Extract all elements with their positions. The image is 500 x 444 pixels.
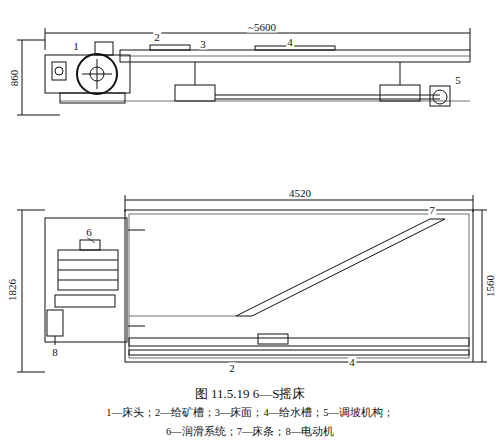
callout-number: 7 bbox=[428, 205, 436, 216]
dimension: 4520 bbox=[288, 188, 312, 199]
callout-number: 5 bbox=[454, 75, 462, 86]
callout-number: 4 bbox=[286, 37, 294, 48]
callout-number: 4 bbox=[348, 357, 356, 368]
callout-number: 6 bbox=[85, 227, 93, 238]
callout-number: 2 bbox=[228, 363, 236, 374]
dimension: 860 bbox=[9, 69, 20, 88]
dimension: 1560 bbox=[485, 274, 496, 298]
callout-number: 1 bbox=[72, 41, 80, 52]
callout-number: 8 bbox=[51, 347, 59, 358]
callout-number: 3 bbox=[199, 39, 207, 50]
callout-number: 2 bbox=[153, 32, 161, 43]
figure-caption: 图 11.5.19 6—S摇床 bbox=[194, 387, 307, 400]
dimension: ~5600 bbox=[247, 22, 277, 33]
dimension: 1826 bbox=[7, 278, 18, 302]
parts-list: 6—润滑系统；7—床条；8—电动机 bbox=[165, 427, 335, 438]
parts-list: 1—床头；2—给矿槽；3—床面；4—给水槽；5—调坡机构； bbox=[105, 408, 395, 419]
